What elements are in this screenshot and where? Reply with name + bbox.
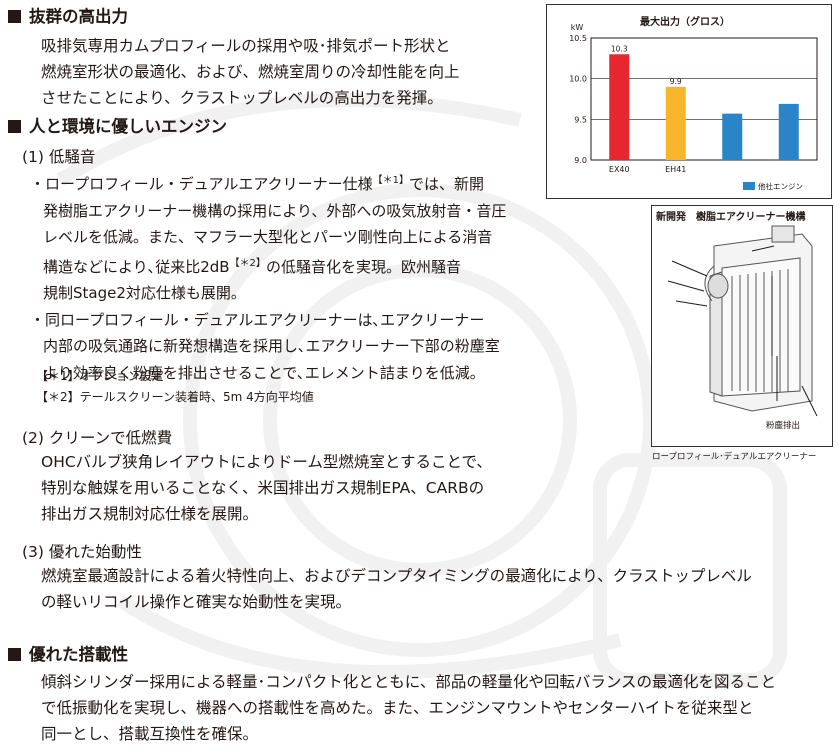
section-heading-text: 優れた搭載性 bbox=[29, 645, 128, 664]
text-line: 燃焼室形状の最適化、および、燃焼室周りの冷却性能を向上 bbox=[41, 63, 460, 81]
text-line: より効率良く粉塵を排出させることで､エレメント詰まりを低減。 bbox=[43, 363, 485, 382]
category-label: EH41 bbox=[665, 165, 686, 174]
text-line: の軽いリコイル操作と確実な始動性を実現。 bbox=[41, 593, 352, 611]
text-line: 傾斜シリンダー採用による軽量･コンパクト化とともに、部品の軽量化や回転バランスの… bbox=[41, 673, 777, 691]
text-line: レベルを低減。また、マフラー大型化とパーツ剛性向上による消音 bbox=[43, 228, 493, 246]
square-bullet-icon bbox=[8, 10, 21, 23]
text-line: 規制Stage2対応仕様も展開。 bbox=[43, 284, 246, 302]
text-fragment: 構造などにより､従来比2dB bbox=[43, 257, 230, 276]
text-line: ・同ロープロフィール・デュアルエアクリーナーは､エアクリーナー bbox=[30, 310, 485, 329]
footnote-ref: 【＊1】 bbox=[372, 175, 409, 186]
section-heading-text: 人と環境に優しいエンジン bbox=[29, 117, 227, 136]
text-line: 燃焼室最適設計による着火特性向上、およびデコンプタイミングの最適化により、クラス… bbox=[41, 567, 752, 585]
section-heading-eco: 人と環境に優しいエンジン bbox=[8, 116, 227, 138]
bar bbox=[778, 103, 799, 160]
legend-swatch bbox=[743, 182, 755, 190]
max-output-chart: 最大出力（グロス） kW 10.3 9.9 10.5 10.0 9.5 9.0 EX40… bbox=[546, 4, 832, 199]
text-line: ・ロープロフィール・デュアルエアクリーナー仕様【＊1】では、新開 bbox=[30, 168, 506, 198]
bar-value-label: 10.3 bbox=[611, 44, 628, 53]
text-line: 特別な触媒を用いることなく、米国排出ガス規制EPA、CARBの bbox=[41, 479, 485, 497]
body-mountability: 傾斜シリンダー採用による軽量･コンパクト化とともに、部品の軽量化や回転バランスの… bbox=[41, 669, 776, 747]
footnote-1: 【＊1】オプション設定 bbox=[36, 369, 164, 383]
section-heading-text: 抜群の高出力 bbox=[29, 7, 128, 26]
air-cleaner-diagram: 新開発 樹脂エアクリーナー機構 粉塵排出 bbox=[651, 205, 833, 447]
body-startability: 燃焼室最適設計による着火特性向上、およびデコンプタイミングの最適化により、クラス… bbox=[41, 563, 752, 615]
text-line: 排出ガス規制対応仕様を展開。 bbox=[41, 505, 259, 523]
footnote-ref: 【＊2】 bbox=[229, 257, 266, 269]
square-bullet-icon bbox=[8, 120, 21, 133]
diagram-title: 新開発 樹脂エアクリーナー機構 bbox=[656, 210, 806, 223]
y-tick-label: 9.0 bbox=[574, 156, 587, 165]
y-tick-label: 10.5 bbox=[569, 34, 587, 43]
body-clean: OHCバルブ狭角レイアウトによりドーム型燃焼室とすることで、 特別な触媒を用いる… bbox=[41, 449, 492, 527]
bar bbox=[722, 113, 743, 160]
bullet-low-noise: ・ロープロフィール・デュアルエアクリーナー仕様【＊1】では、新開 発樹脂エアクリ… bbox=[30, 168, 506, 386]
text-line: 吸排気専用カムプロフィールの採用や吸･排気ポート形状と bbox=[41, 37, 451, 55]
chart-ylabel: kW bbox=[571, 23, 584, 32]
subheading-startability: (3) 優れた始動性 bbox=[22, 543, 142, 561]
section-body-high-output: 吸排気専用カムプロフィールの採用や吸･排気ポート形状と 燃焼室形状の最適化、およ… bbox=[41, 33, 460, 111]
text-fragment: ・ロープロフィール・デュアルエアクリーナー仕様 bbox=[30, 175, 373, 193]
footnotes: 【＊1】オプション設定 【＊2】テールスクリーン装着時、5m 4方向平均値 bbox=[36, 367, 314, 406]
square-bullet-icon bbox=[8, 648, 21, 661]
diagram-caption: ロープロフィール･デュアルエアクリーナー bbox=[652, 452, 817, 462]
subheading-clean: (2) クリーンで低燃費 bbox=[22, 429, 173, 447]
text-line: 内部の吸気通路に新発想構造を採用し､エアクリーナー下部の粉塵室 bbox=[43, 337, 500, 355]
text-line: 同一とし、搭載互換性を確保。 bbox=[41, 725, 259, 743]
footnote-2: 【＊2】テールスクリーン装着時、5m 4方向平均値 bbox=[36, 390, 314, 404]
section-heading-mountability: 優れた搭載性 bbox=[8, 644, 128, 666]
section-heading-high-output: 抜群の高出力 bbox=[8, 6, 128, 28]
y-tick-label: 9.5 bbox=[574, 115, 587, 124]
category-label: EX40 bbox=[609, 165, 630, 174]
text-line: 発樹脂エアクリーナー機構の採用により、外部への吸気放射音・音圧 bbox=[43, 201, 507, 220]
text-line: OHCバルブ狭角レイアウトによりドーム型燃焼室とすることで、 bbox=[41, 453, 492, 471]
air-cleaner-illustration: 新開発 樹脂エアクリーナー機構 粉塵排出 bbox=[656, 210, 818, 431]
text-fragment: では、新開 bbox=[408, 175, 484, 193]
dust-discharge-label: 粉塵排出 bbox=[766, 420, 800, 431]
chart-svg: 最大出力（グロス） kW 10.3 9.9 10.5 10.0 9.5 9.0 EX40… bbox=[569, 15, 818, 191]
text-line: させたことにより、クラストップレベルの高出力を発揮。 bbox=[41, 89, 443, 107]
text-fragment: の低騒音化を実現。欧州騒音 bbox=[265, 257, 461, 276]
bar-value-label: 9.9 bbox=[670, 77, 682, 86]
bar bbox=[665, 86, 686, 160]
y-tick-label: 10.0 bbox=[569, 75, 587, 84]
legend-label: 他社エンジン bbox=[758, 181, 803, 191]
text-line: で低振動化を実現し、機器への搭載性を高めた。また、エンジンマウントやセンターハイ… bbox=[41, 699, 754, 717]
bar bbox=[609, 54, 630, 161]
text-line: 構造などにより､従来比2dB【＊2】の低騒音化を実現。欧州騒音 bbox=[30, 251, 506, 281]
chart-title: 最大出力（グロス） bbox=[640, 15, 730, 28]
subheading-low-noise: (1) 低騒音 bbox=[22, 148, 96, 166]
